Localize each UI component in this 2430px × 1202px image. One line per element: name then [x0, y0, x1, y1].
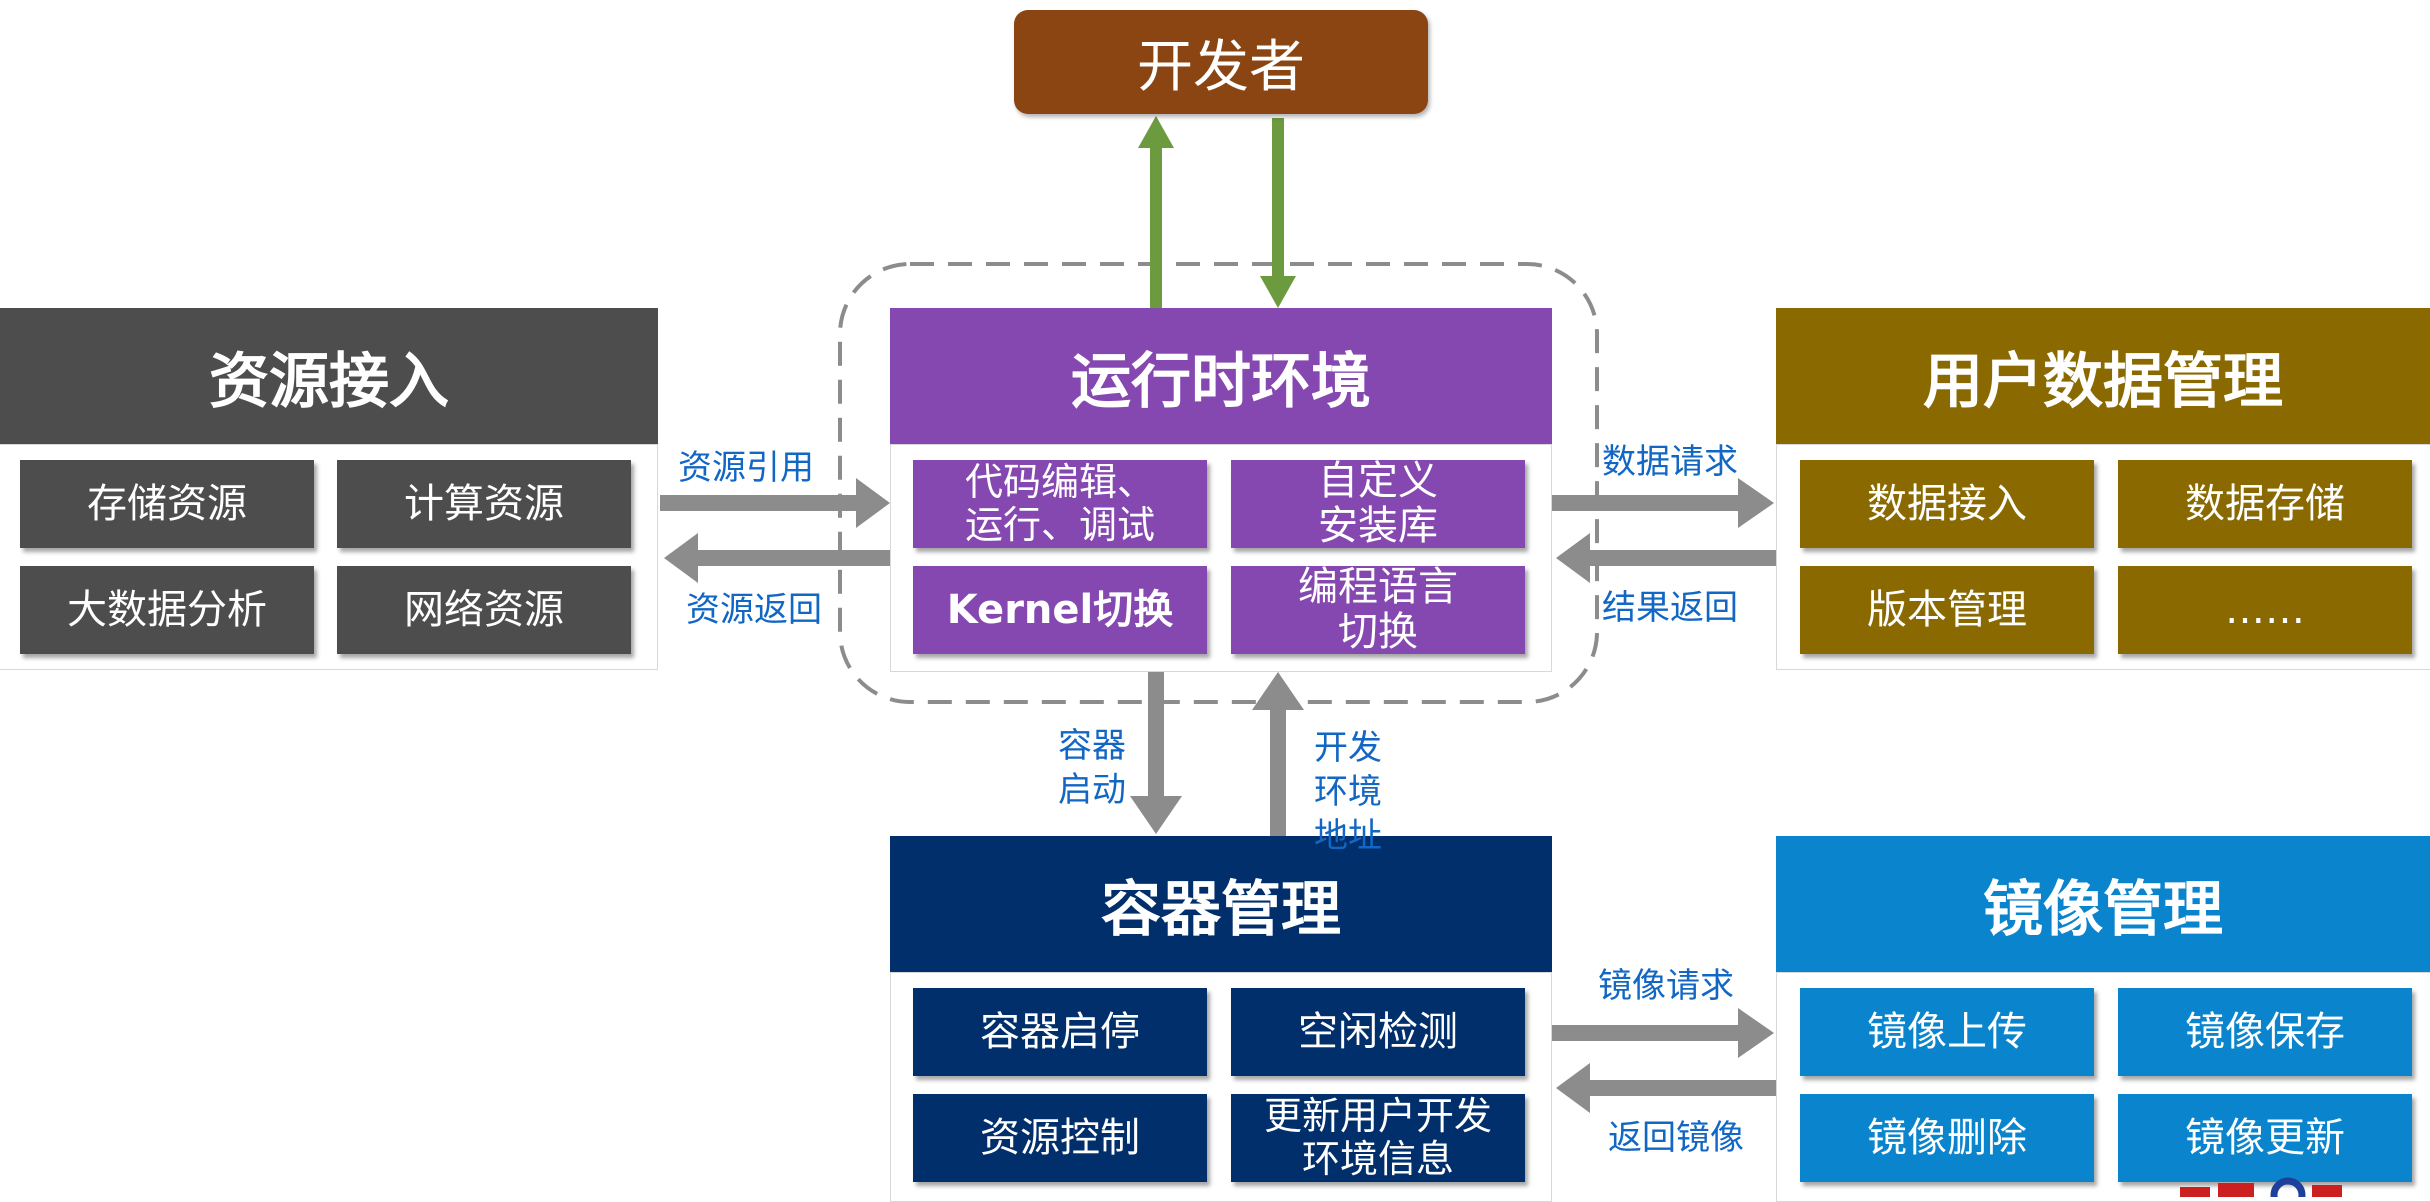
image-item-update: 镜像更新: [2118, 1094, 2412, 1182]
image-group-title: 镜像管理: [1776, 836, 2430, 972]
arrow-resource-return: [664, 533, 890, 583]
corner-logo-fragment: [2180, 1177, 2342, 1197]
arrow-result-return: [1556, 533, 1776, 583]
arrow-container-start: [1130, 672, 1182, 834]
runtime-item-kernel-switch: Kernel切换: [913, 566, 1207, 654]
arrow-resource-ref: [660, 478, 890, 528]
container-item-start-stop: 容器启停: [913, 988, 1207, 1076]
resource-item-bigdata: 大数据分析: [20, 566, 314, 654]
label-resource-ref: 资源引用: [678, 448, 814, 488]
label-image-return: 返回镜像: [1608, 1118, 1744, 1158]
developer-box: 开发者: [1014, 10, 1428, 114]
label-resource-return: 资源返回: [686, 590, 822, 630]
userdata-group-title: 用户数据管理: [1776, 308, 2430, 444]
resource-item-storage: 存储资源: [20, 460, 314, 548]
image-item-upload: 镜像上传: [1800, 988, 2094, 1076]
label-data-request: 数据请求: [1602, 442, 1738, 482]
userdata-item-versioning: 版本管理: [1800, 566, 2094, 654]
userdata-item-more: ……: [2118, 566, 2412, 654]
userdata-item-storage: 数据存储: [2118, 460, 2412, 548]
container-group-title: 容器管理: [890, 836, 1552, 972]
runtime-item-custom-lib: 自定义 安装库: [1231, 459, 1525, 548]
runtime-item-language-switch: 编程语言 切换: [1231, 565, 1525, 654]
runtime-group-title: 运行时环境: [890, 308, 1552, 444]
arrow-dev-env-addr: [1252, 672, 1304, 838]
image-item-delete: 镜像删除: [1800, 1094, 2094, 1182]
label-image-request: 镜像请求: [1598, 966, 1734, 1006]
label-result-return: 结果返回: [1602, 588, 1738, 628]
arrow-runtime-to-developer: [1138, 116, 1174, 308]
resource-item-network: 网络资源: [337, 566, 631, 654]
arrow-image-request: [1552, 1008, 1774, 1058]
runtime-dashed-boundary: [838, 262, 1599, 704]
resource-item-compute: 计算资源: [337, 460, 631, 548]
container-item-resource-control: 资源控制: [913, 1094, 1207, 1182]
container-item-update-env: 更新用户开发 环境信息: [1231, 1094, 1525, 1182]
resource-group-title: 资源接入: [0, 308, 658, 444]
label-container-start: 容器 启动: [1058, 726, 1126, 811]
arrow-data-request: [1552, 478, 1774, 528]
image-item-save: 镜像保存: [2118, 988, 2412, 1076]
userdata-item-ingest: 数据接入: [1800, 460, 2094, 548]
container-item-idle-detect: 空闲检测: [1231, 988, 1525, 1076]
arrow-developer-to-runtime: [1260, 118, 1296, 308]
label-dev-env-addr: 开发 环境 地址: [1314, 728, 1382, 857]
arrow-image-return: [1556, 1063, 1776, 1113]
runtime-item-code-edit: 代码编辑、 运行、调试: [913, 460, 1207, 548]
